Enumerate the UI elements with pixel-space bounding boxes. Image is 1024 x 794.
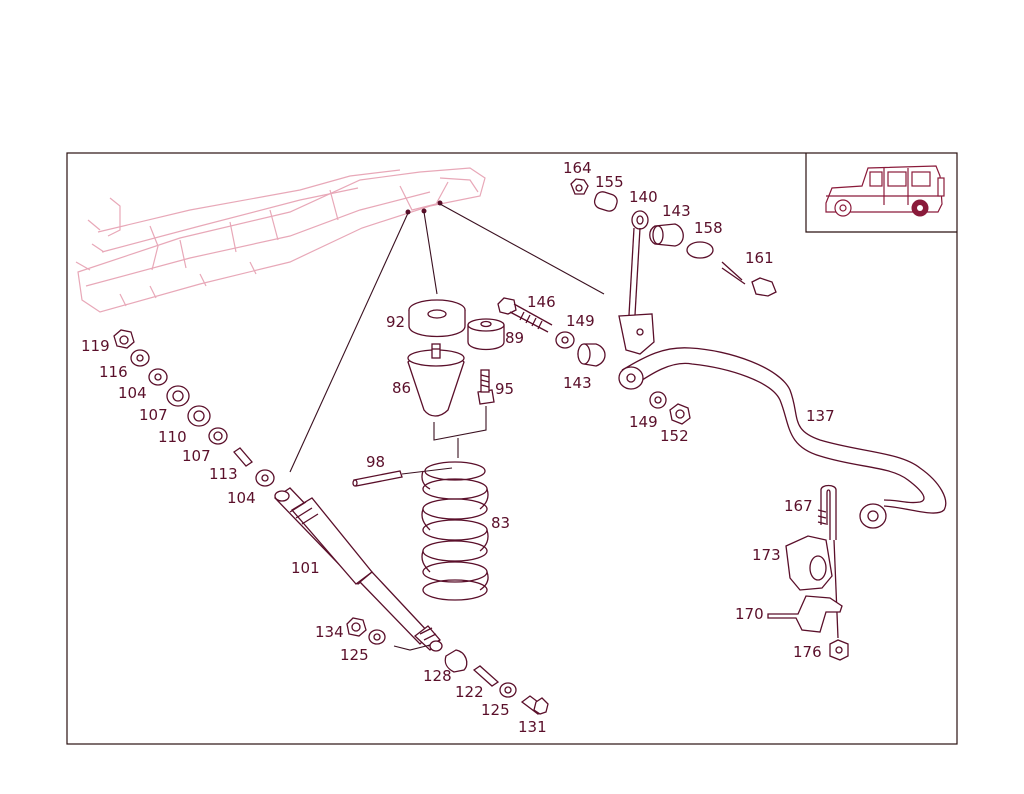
label-152: 152	[660, 427, 689, 445]
leader-stabilizer-mount	[439, 203, 605, 295]
label-128: 128	[423, 667, 452, 685]
label-164: 164	[563, 159, 592, 177]
label-86: 86	[392, 379, 411, 397]
shock-absorber-icon	[273, 487, 443, 652]
label-98: 98	[366, 453, 385, 471]
label-113: 113	[209, 465, 238, 483]
label-134: 134	[315, 623, 344, 641]
label-122: 122	[455, 683, 484, 701]
label-158: 158	[694, 219, 723, 237]
label-95: 95	[495, 380, 514, 398]
clamp-group	[767, 484, 849, 661]
label-143-upper: 143	[662, 202, 691, 220]
label-131: 131	[518, 718, 547, 736]
label-170: 170	[735, 605, 764, 623]
label-149-upper: 149	[566, 312, 595, 330]
label-104-lower: 104	[227, 489, 256, 507]
coil-spring-icon	[421, 461, 489, 601]
lower-mount-stack	[346, 617, 549, 715]
label-125-upper: 125	[340, 646, 369, 664]
label-104-upper: 104	[118, 384, 147, 402]
label-116: 116	[99, 363, 128, 381]
label-143-lower: 143	[563, 374, 592, 392]
label-161: 161	[745, 249, 774, 267]
bump-stop-group	[407, 299, 505, 458]
chassis-frame-icon	[75, 167, 486, 313]
vehicle-thumbnail-icon	[805, 153, 957, 233]
stabilizer-link-group	[570, 178, 777, 355]
diagram-frame	[66, 152, 958, 745]
pin-98-icon	[352, 467, 453, 487]
label-101: 101	[291, 559, 320, 577]
label-173: 173	[752, 546, 781, 564]
label-155: 155	[595, 173, 624, 191]
label-119: 119	[81, 337, 110, 355]
label-140: 140	[629, 188, 658, 206]
stabilizer-bushing-group	[497, 297, 691, 425]
leader-shock-mount	[289, 212, 409, 473]
label-125-lower: 125	[481, 701, 510, 719]
label-107-upper: 107	[139, 406, 168, 424]
label-83: 83	[491, 514, 510, 532]
label-137: 137	[806, 407, 835, 425]
label-89: 89	[505, 329, 524, 347]
leader-bump-stop	[423, 211, 438, 295]
upper-mount-stack	[113, 329, 275, 487]
stabilizer-bar-icon	[618, 347, 947, 529]
label-149-lower: 149	[629, 413, 658, 431]
label-146: 146	[527, 293, 556, 311]
label-176: 176	[793, 643, 822, 661]
label-110: 110	[158, 428, 187, 446]
label-167: 167	[784, 497, 813, 515]
label-92: 92	[386, 313, 405, 331]
label-107-lower: 107	[182, 447, 211, 465]
